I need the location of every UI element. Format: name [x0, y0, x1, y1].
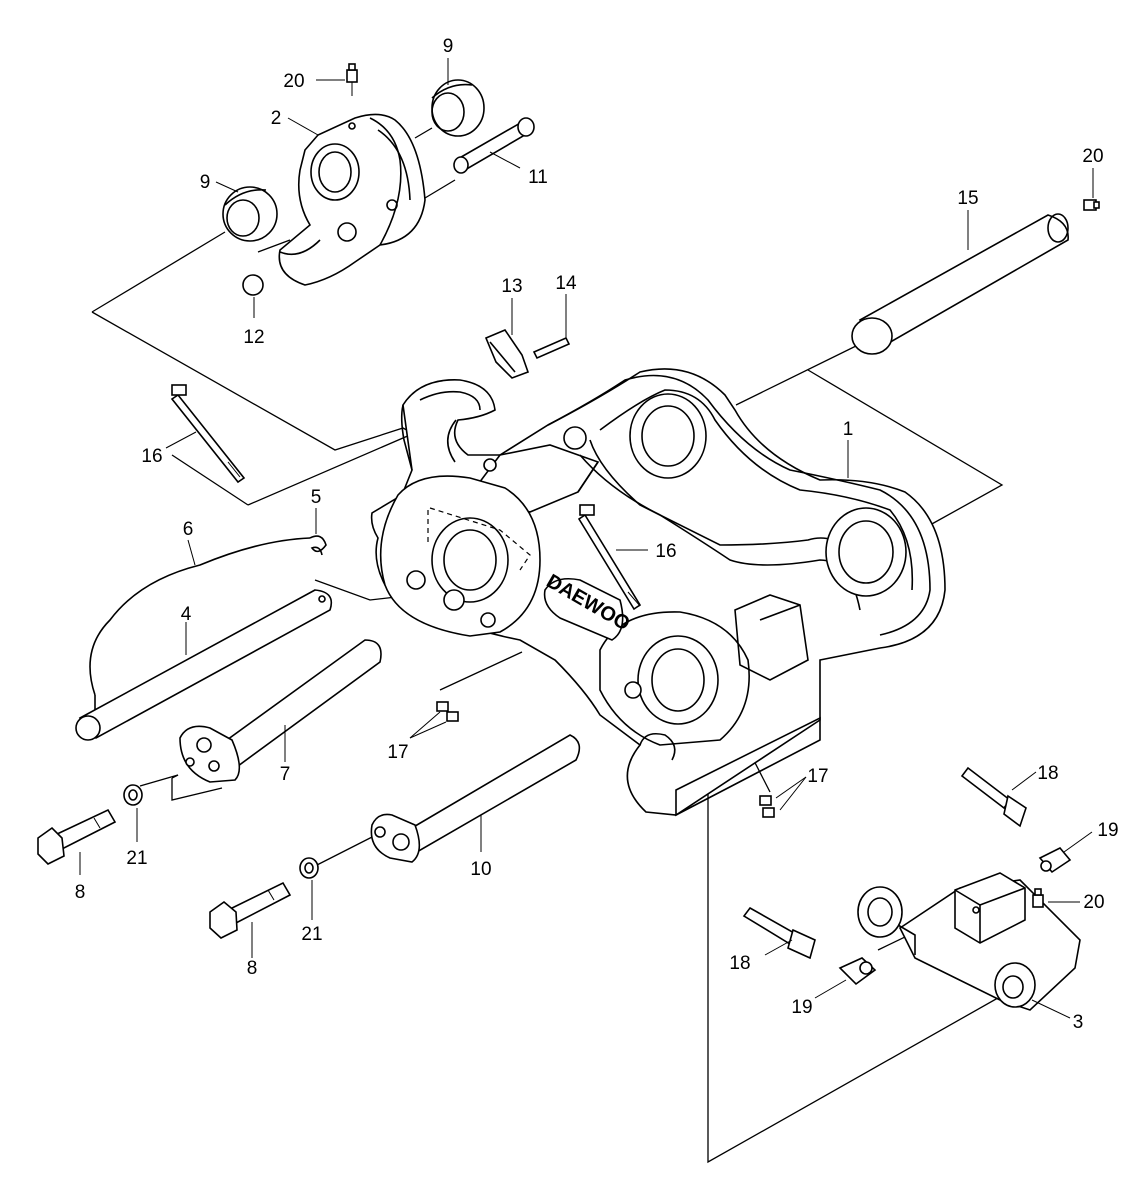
bolt-part-16-mid — [577, 504, 642, 611]
callout-13: 13 — [501, 276, 522, 297]
leader-lines — [79, 58, 1094, 1019]
clip-part-13 — [484, 329, 530, 379]
lock-cylinder-part-3 — [857, 872, 1081, 1011]
elbow-part-19-bottom — [838, 957, 877, 986]
bushing-part-9-top — [431, 79, 485, 137]
callout-7: 7 — [280, 764, 291, 785]
callout-15: 15 — [957, 188, 978, 209]
pin-part-15 — [851, 213, 1069, 355]
callout-14: 14 — [555, 273, 577, 294]
wire-rope-part-6 — [89, 537, 311, 710]
callout-16-left: 16 — [141, 446, 162, 467]
bushing-part-9-left — [222, 186, 278, 242]
grease-nipple-part-20-right — [1083, 199, 1100, 211]
pin-part-11 — [453, 117, 535, 174]
pin-part-10 — [370, 734, 581, 863]
callout-21-bottom: 21 — [301, 924, 322, 945]
callout-19-right: 19 — [1097, 820, 1118, 841]
callout-17-left: 17 — [387, 742, 408, 763]
hose-part-18-top — [960, 766, 1027, 828]
callout-3: 3 — [1073, 1012, 1084, 1033]
washer-part-21-left — [123, 784, 143, 806]
grease-nipple-part-20-top — [346, 63, 358, 96]
bolt-part-8-left — [37, 808, 117, 865]
callout-1: 1 — [843, 419, 854, 440]
callout-21-left: 21 — [126, 848, 147, 869]
callout-2: 2 — [271, 108, 282, 129]
callout-10: 10 — [470, 859, 491, 880]
retainer-ring-part-12 — [242, 274, 264, 296]
callout-8-bottom: 8 — [247, 958, 258, 979]
callout-5: 5 — [311, 487, 322, 508]
callout-6: 6 — [183, 519, 194, 540]
set-screw-part-17-right — [759, 795, 775, 818]
callout-16-mid: 16 — [655, 541, 676, 562]
snap-pin-part-5 — [309, 535, 327, 556]
spring-pin-part-14 — [532, 336, 571, 360]
pin-part-4 — [75, 589, 333, 741]
callout-8-left: 8 — [75, 882, 86, 903]
callout-20-right: 20 — [1082, 146, 1103, 167]
set-screw-part-17-left — [436, 701, 459, 722]
callout-9-top: 9 — [443, 36, 454, 57]
elbow-part-19-right — [1038, 847, 1072, 874]
callout-18-top: 18 — [1037, 763, 1058, 784]
coupler-body-part-1: DAEWOO — [370, 368, 946, 817]
callout-19-bottom: 19 — [791, 997, 812, 1018]
callout-11: 11 — [528, 167, 548, 188]
grease-nipple-part-20-bottom — [1032, 888, 1044, 908]
pin-part-7 — [179, 639, 382, 783]
hose-part-18-bottom — [742, 906, 816, 960]
lock-link-part-2 — [278, 113, 426, 286]
washer-part-21-bottom — [299, 857, 319, 879]
bolt-part-8-bottom — [209, 881, 292, 939]
callout-4: 4 — [181, 604, 192, 625]
callout-12: 12 — [243, 327, 264, 348]
callout-20-bottom: 20 — [1083, 892, 1104, 913]
callouts: 9 20 2 9 11 12 13 14 20 15 1 16 5 6 16 4… — [75, 36, 1119, 1033]
callout-20-top: 20 — [283, 71, 304, 92]
callout-9-left: 9 — [200, 172, 211, 193]
callout-18-bottom: 18 — [729, 953, 750, 974]
bolt-part-16-left — [170, 384, 246, 484]
callout-17-right: 17 — [807, 766, 828, 787]
